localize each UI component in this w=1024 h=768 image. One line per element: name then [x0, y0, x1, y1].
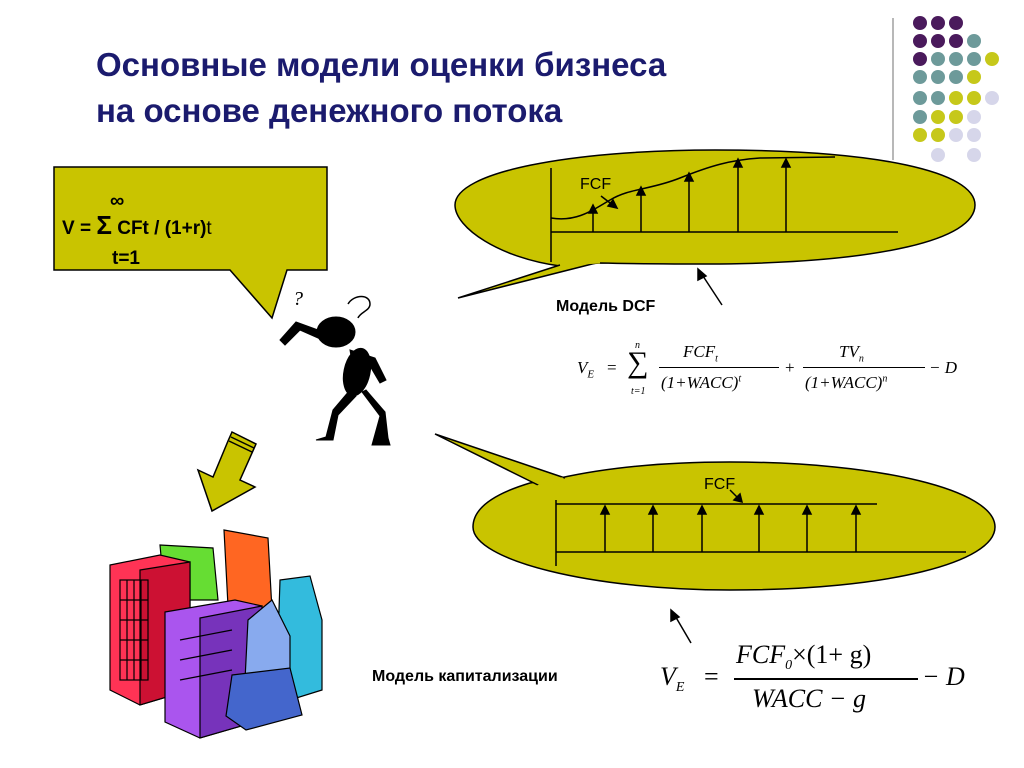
dcf-model-label: Модель DCF	[556, 298, 656, 315]
dot-row-8	[931, 148, 981, 162]
down-arrow-icon	[196, 430, 257, 513]
dcf-tail: − D	[929, 358, 957, 377]
sigma-symbol: Σ	[96, 210, 112, 240]
page-title: Основные модели оценки бизнеса на основе…	[96, 42, 816, 134]
orange-building-icon	[223, 529, 273, 611]
formula-prefix: V =	[62, 218, 97, 239]
dcf-lhs: VE	[577, 358, 595, 381]
sum-lower-limit: t=1	[112, 248, 140, 269]
cap-model-label: Модель капитализации	[372, 668, 558, 685]
dot-row-2	[913, 34, 981, 48]
cap-bubble-tail	[434, 433, 566, 487]
dot-row-3	[913, 52, 999, 66]
cap-pointer-arrow	[670, 608, 692, 644]
dcf-num2: TVn	[839, 342, 864, 365]
decorative-dot-grid	[913, 16, 999, 162]
dcf-fcf-label: FCF	[580, 176, 612, 193]
cap-formula: VE = FCF0×(1+ g) WACC − g − D	[660, 640, 990, 724]
dcf-num1: FCFt	[683, 342, 718, 365]
dcf-sum-upper: n	[635, 340, 640, 351]
formula-body: CFt / (1+r)	[117, 218, 207, 239]
dcf-pointer-arrow	[697, 267, 723, 306]
dcf-growth-curve	[550, 156, 836, 220]
decorative-divider	[892, 18, 894, 160]
formula-exponent: t	[206, 218, 212, 239]
title-line-1: Основные модели оценки бизнеса	[96, 46, 667, 83]
cap-num: FCF0×(1+ g)	[736, 640, 872, 674]
dcf-plus: +	[785, 358, 795, 377]
dcf-eq: =	[607, 358, 617, 377]
dcf-formula: VE = n ∑ t=1 FCFt (1+WACC)t + TVn (1+WAC…	[577, 340, 977, 400]
dcf-sum-lower: t=1	[631, 386, 646, 397]
city-buildings-icon	[109, 529, 323, 739]
dot-row-1	[913, 16, 963, 30]
formula-callout-bubble	[53, 166, 328, 320]
cap-den: WACC − g	[752, 684, 866, 713]
dot-row-5	[913, 91, 999, 105]
dcf-den1: (1+WACC)t	[661, 373, 742, 392]
dot-row-7	[913, 128, 981, 142]
dcf-cashflow-chart	[550, 156, 898, 262]
cap-tail: − D	[922, 662, 965, 691]
callout-formula: V = Σ CFt / (1+r)t	[62, 210, 212, 241]
cap-speech-bubble	[472, 461, 996, 591]
question-mark-text: ?	[293, 288, 303, 310]
dot-row-4	[913, 70, 981, 84]
dcf-sum-symbol: ∑	[627, 346, 649, 379]
sum-upper-limit: ∞	[110, 190, 125, 212]
dot-row-6	[913, 110, 981, 124]
cap-lhs: VE	[660, 662, 685, 696]
dcf-den2: (1+WACC)n	[805, 373, 888, 392]
thinking-person-icon	[279, 316, 391, 446]
title-line-2: на основе денежного потока	[96, 92, 563, 129]
dcf-bubble-tail	[457, 261, 601, 299]
cap-fcf-label: FCF	[704, 476, 736, 493]
dcf-speech-bubble	[454, 149, 976, 267]
cap-cashflow-chart	[555, 489, 966, 566]
question-mark-icon	[347, 295, 371, 319]
cap-eq: =	[704, 662, 719, 691]
